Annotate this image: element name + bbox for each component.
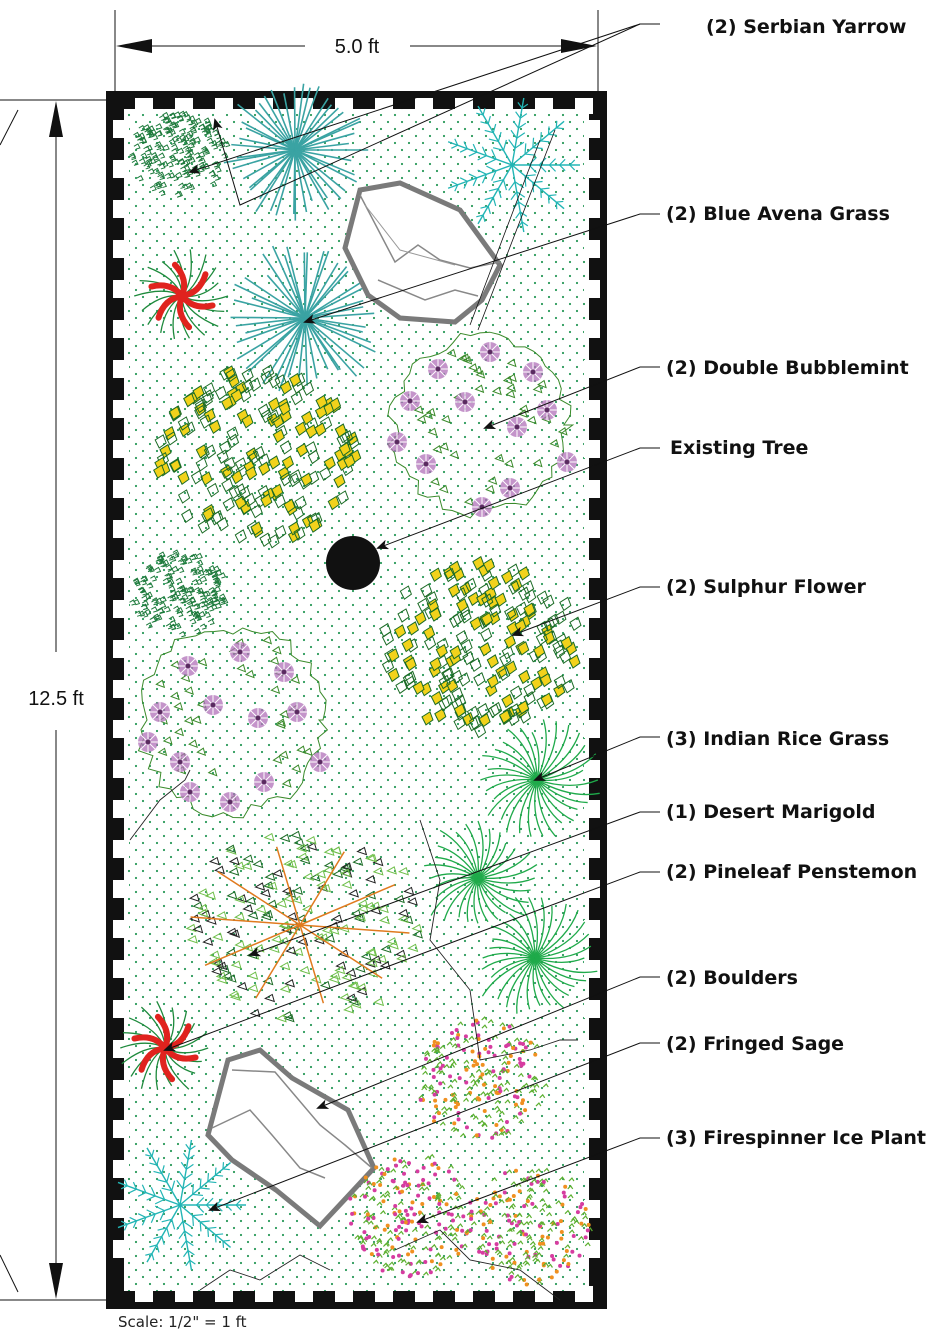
firespinner-ice-plant-plant — [468, 1167, 593, 1287]
scale-note: Scale: 1/2" = 1 ft — [118, 1313, 247, 1331]
sulphur-flower-plant — [153, 364, 362, 549]
height-label: 12.5 ft — [28, 688, 84, 710]
label-desert-marigold: (1) Desert Marigold — [666, 801, 876, 823]
pineleaf-penstemon-plant — [134, 249, 229, 340]
width-label: 5.0 ft — [335, 36, 380, 58]
double-bubblemint-plant — [137, 627, 330, 819]
label-firespinner-ice-plant: (3) Firespinner Ice Plant — [666, 1127, 926, 1149]
width-dimension: 5.0 ft — [114, 10, 599, 92]
label-sulphur-flower: (2) Sulphur Flower — [666, 576, 867, 598]
indian-rice-grass-plant — [481, 897, 598, 1014]
firespinner-ice-plant-plant — [418, 1016, 549, 1140]
legend-labels: (2) Serbian Yarrow (2) Blue Avena Grass … — [666, 16, 926, 1149]
blue-avena-grass-plant — [223, 83, 369, 221]
double-bubblemint-plant — [387, 331, 577, 519]
serbian-yarrow-plant — [129, 549, 229, 638]
existing-tree — [326, 536, 380, 590]
label-boulders: (2) Boulders — [666, 967, 798, 989]
label-serbian-yarrow: (2) Serbian Yarrow — [706, 16, 906, 38]
desert-marigold-plant — [185, 830, 423, 1023]
blue-avena-grass-plant — [230, 245, 376, 392]
height-dimension: 12.5 ft — [0, 99, 108, 1301]
leader-lines — [163, 23, 660, 1224]
serbian-yarrow-plant — [129, 110, 231, 198]
label-indian-rice-grass: (3) Indian Rice Grass — [666, 728, 889, 750]
label-existing-tree: Existing Tree — [670, 437, 808, 459]
label-blue-avena-grass: (2) Blue Avena Grass — [666, 203, 890, 225]
bed-border — [106, 91, 607, 1309]
label-fringed-sage: (2) Fringed Sage — [666, 1033, 844, 1055]
label-double-bubblemint: (2) Double Bubblemint — [666, 357, 909, 379]
ground-contour — [129, 769, 578, 1301]
fringed-sage-plant — [447, 97, 580, 233]
label-pineleaf-penstemon: (2) Pineleaf Penstemon — [666, 861, 917, 883]
firespinner-ice-plant-plant — [348, 1153, 475, 1279]
fringed-sage-plant — [117, 1139, 246, 1271]
